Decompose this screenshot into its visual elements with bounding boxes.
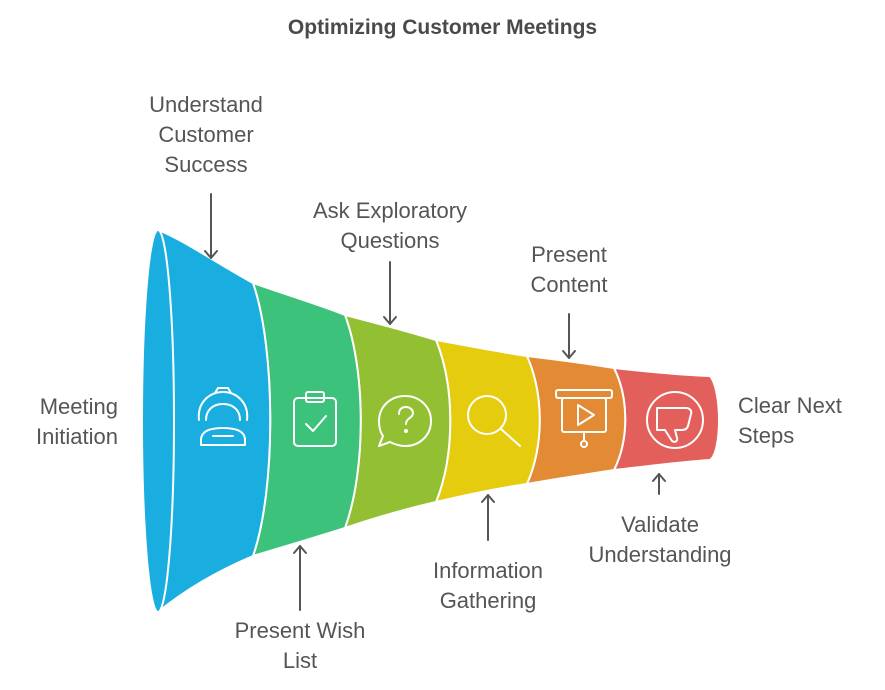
funnel-segment-5 [525,354,627,486]
arrow-down-icon [562,313,576,359]
question-bubble-icon [378,395,432,447]
funnel-mouth [141,229,175,613]
presentation-board-icon [555,389,613,448]
thumbs-down-icon [646,391,704,449]
arrow-down-icon [383,261,397,325]
stage-label: Validate Understanding [588,512,732,567]
arrow-down-icon [204,193,218,259]
stage-label: Present Content [530,242,608,297]
diagram-title: Optimizing Customer Meetings [287,16,598,39]
arrow-up-icon [652,473,666,495]
stage-label: Ask Exploratory Questions [312,198,468,253]
customer-support-icon [197,387,249,446]
magnifier-icon [467,395,521,447]
stage-label: Understand Customer Success [149,92,263,177]
left-label: Meeting Initiation [36,394,118,449]
right-label: Clear Next Steps [738,393,842,448]
funnel-segment-4 [434,338,541,504]
clipboard-check-icon [293,391,337,447]
arrow-up-icon [481,494,495,541]
arrow-up-icon [293,545,307,611]
stage-label: Information Gathering [432,558,544,613]
stage-label: Present Wish List [234,618,366,673]
